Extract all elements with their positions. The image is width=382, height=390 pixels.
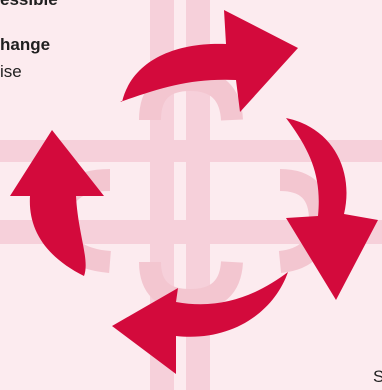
cropped-body-line: ise xyxy=(0,62,22,81)
arrow-bottom-icon xyxy=(112,272,288,374)
arrow-right-icon xyxy=(286,118,378,300)
arrow-left-icon xyxy=(10,130,104,276)
cropped-heading-line-2: hange xyxy=(0,35,51,54)
cropped-heading-line-1: essible xyxy=(0,0,58,8)
arrow-top-icon xyxy=(120,10,298,112)
cropped-corner-letter: S xyxy=(373,367,382,386)
